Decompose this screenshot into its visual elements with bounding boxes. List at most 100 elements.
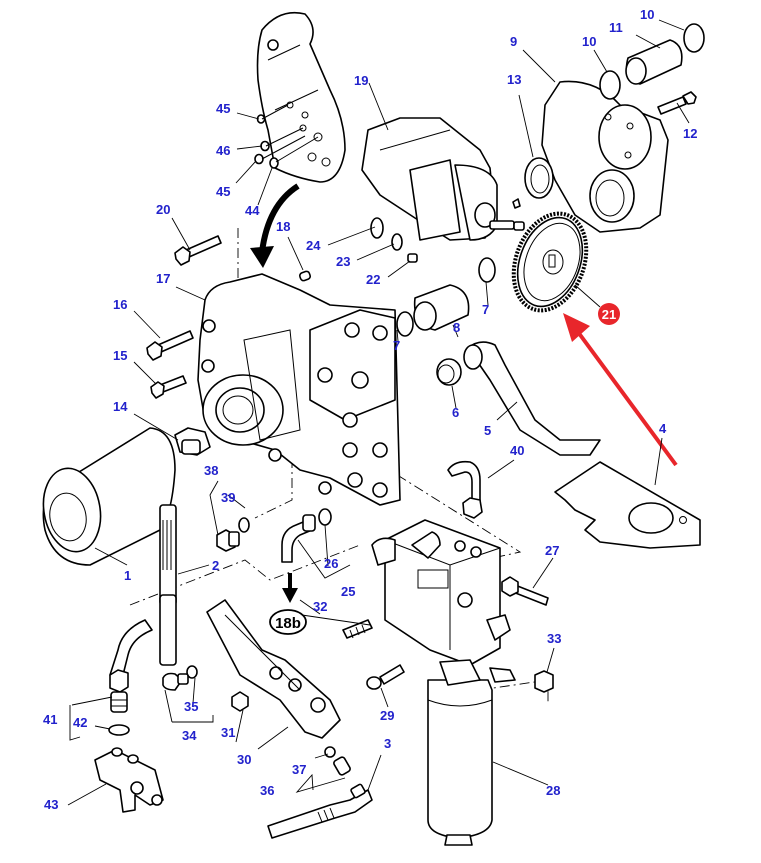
label-31[interactable]: 31 [221, 725, 235, 740]
label-6[interactable]: 6 [452, 405, 459, 420]
part-33-cap[interactable] [534, 670, 554, 693]
part-29-bolt[interactable] [366, 664, 405, 690]
label-7b[interactable]: 7 [482, 302, 489, 317]
label-30[interactable]: 30 [237, 752, 251, 767]
part-20-bolt[interactable] [174, 235, 222, 266]
label-16[interactable]: 16 [113, 297, 127, 312]
label-33[interactable]: 33 [547, 631, 561, 646]
label-25[interactable]: 25 [341, 584, 355, 599]
part-36-union[interactable] [333, 756, 351, 776]
part-10-oring[interactable] [599, 70, 621, 100]
part-24-oring[interactable] [370, 217, 384, 239]
part-27-stud[interactable] [501, 576, 549, 606]
label-2[interactable]: 2 [212, 558, 219, 573]
label-11[interactable]: 11 [609, 20, 623, 35]
part-32-stud[interactable] [342, 619, 373, 639]
label-14[interactable]: 14 [113, 399, 128, 414]
part-valve-block[interactable] [371, 519, 511, 666]
part-23-oring[interactable] [391, 233, 403, 251]
label-1[interactable]: 1 [124, 568, 131, 583]
label-37[interactable]: 37 [292, 762, 306, 777]
label-19[interactable]: 19 [354, 73, 368, 88]
label-46[interactable]: 46 [216, 143, 230, 158]
label-8[interactable]: 8 [453, 320, 460, 335]
label-45b[interactable]: 45 [216, 184, 230, 199]
part-43-tee-block[interactable] [94, 747, 164, 813]
part-8-sleeve[interactable] [413, 284, 470, 331]
label-4[interactable]: 4 [659, 421, 667, 436]
part-1-oil-filter[interactable] [37, 427, 176, 566]
label-45a[interactable]: 45 [216, 101, 230, 116]
label-24[interactable]: 24 [306, 238, 321, 253]
label-22[interactable]: 22 [366, 272, 380, 287]
label-26[interactable]: 26 [324, 556, 338, 571]
part-28-filter[interactable] [427, 659, 516, 846]
reference-callout-18b[interactable]: 18b [269, 609, 307, 635]
label-34[interactable]: 34 [182, 728, 197, 743]
part-44-oring[interactable] [269, 157, 279, 169]
part-18-dowel[interactable] [298, 270, 312, 282]
label-41[interactable]: 41 [43, 712, 57, 727]
part-30-valve-block[interactable] [206, 599, 341, 739]
part-19-hydraulic-pump[interactable] [361, 117, 525, 241]
label-29[interactable]: 29 [380, 708, 394, 723]
label-35[interactable]: 35 [184, 699, 198, 714]
part-16-bolt[interactable] [146, 330, 194, 361]
part-21-gear[interactable] [501, 203, 599, 320]
part-15-bolt[interactable] [150, 375, 187, 399]
label-32[interactable]: 32 [313, 599, 327, 614]
label-40[interactable]: 40 [510, 443, 524, 458]
part-10-oring[interactable] [683, 23, 705, 53]
label-5[interactable]: 5 [484, 423, 491, 438]
label-7a[interactable]: 7 [393, 338, 400, 353]
label-18[interactable]: 18 [276, 219, 290, 234]
part-12-bolt[interactable] [657, 91, 697, 115]
part-35-seal[interactable] [186, 665, 198, 679]
highlight-marker-21[interactable]: 21 [598, 303, 620, 325]
label-28[interactable]: 28 [546, 783, 560, 798]
label-9[interactable]: 9 [510, 34, 517, 49]
part-7-oring[interactable] [396, 311, 414, 337]
part-11-sleeve[interactable] [625, 39, 683, 85]
label-10b[interactable]: 10 [640, 7, 654, 22]
part-40-pipe[interactable] [447, 460, 483, 519]
label-27[interactable]: 27 [545, 543, 559, 558]
label-39[interactable]: 39 [221, 490, 235, 505]
part-38-plug[interactable] [216, 529, 240, 552]
part-39-seal[interactable] [238, 517, 250, 533]
part-4-gasket-plate[interactable] [554, 461, 701, 549]
label-36[interactable]: 36 [260, 783, 274, 798]
label-17[interactable]: 17 [156, 271, 170, 286]
label-23[interactable]: 23 [336, 254, 350, 269]
label-10a[interactable]: 10 [582, 34, 596, 49]
part-37-seal[interactable] [324, 746, 336, 758]
label-3[interactable]: 3 [384, 736, 391, 751]
part-5-suction-pipe[interactable] [463, 341, 601, 456]
part-25-elbow[interactable] [281, 514, 316, 563]
part-26-seal[interactable] [318, 508, 332, 526]
part-7-oring[interactable] [478, 257, 496, 283]
label-38[interactable]: 38 [204, 463, 218, 478]
label-43[interactable]: 43 [44, 797, 58, 812]
part-45-oring[interactable] [254, 153, 264, 165]
label-13[interactable]: 13 [507, 72, 521, 87]
label-42[interactable]: 42 [73, 715, 87, 730]
part-46-oring[interactable] [260, 140, 270, 152]
part-14-adapter[interactable] [174, 427, 211, 456]
label-20[interactable]: 20 [156, 202, 170, 217]
part-41-union[interactable] [110, 691, 128, 713]
part-bracket-top[interactable] [256, 11, 346, 183]
part-17-housing[interactable] [197, 273, 401, 506]
part-3-pipe[interactable] [267, 783, 373, 839]
part-13-seal-ring[interactable] [524, 157, 554, 199]
part-31-nut[interactable] [231, 691, 249, 712]
part-2-pipe[interactable] [159, 504, 177, 666]
part-6-sleeve[interactable] [436, 358, 462, 386]
part-42-seal[interactable] [108, 724, 130, 736]
part-9-housing[interactable] [541, 80, 669, 233]
label-15[interactable]: 15 [113, 348, 127, 363]
part-pipe-bend[interactable] [109, 619, 153, 693]
part-34-elbow[interactable] [162, 672, 189, 691]
part-22-dowel[interactable] [407, 253, 418, 263]
label-12[interactable]: 12 [683, 126, 697, 141]
